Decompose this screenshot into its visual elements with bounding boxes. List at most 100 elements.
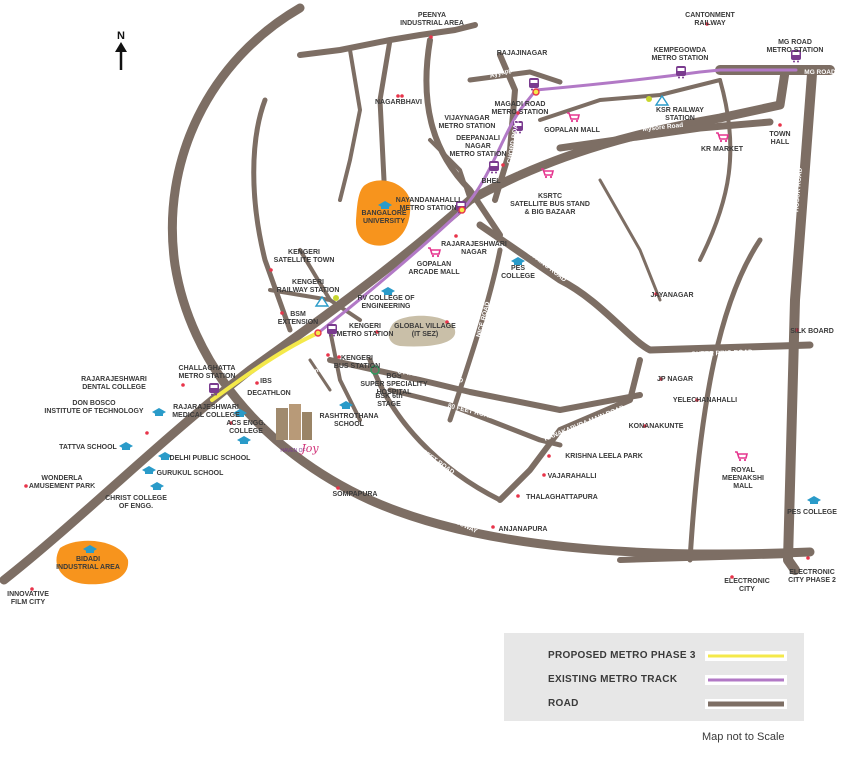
ksr-green-dot (646, 96, 652, 102)
location-dot (255, 381, 259, 385)
road-label-nice-left: NICE EXPRESSWAY (231, 243, 249, 306)
road-label-mysore2: Mysore Road (642, 122, 683, 133)
map-legend: PROPOSED METRO PHASE 3 EXISTING METRO TR… (504, 633, 804, 721)
road-label-outer-ring2: OUTER RING ROAD (691, 349, 753, 358)
label-pes-college2: PES COLLEGE (787, 509, 837, 516)
label-silk-board: SILK BOARD (790, 328, 834, 335)
label-anjanapura: ANJANAPURA (498, 526, 547, 533)
label-jayanagar: JAYANAGAR (650, 292, 693, 299)
road-label-six-min: 6 mins (307, 364, 329, 378)
tumkur-road (251, 97, 293, 333)
location-dot (795, 328, 799, 332)
christ-cap-icon (150, 482, 164, 490)
tattva-cap-icon (119, 442, 133, 450)
metro-junction-dot (532, 88, 540, 96)
gopalan-mall-cart-icon (567, 112, 581, 123)
mysore-road-east (556, 118, 774, 152)
road-label-hosur2: HOSUR ROAD (776, 377, 785, 422)
challaghatta-metro-icon (209, 383, 219, 396)
bangalore-university-cap-icon (378, 201, 392, 209)
road-label-mg: MG ROAD (804, 69, 836, 76)
local-road-3 (428, 138, 472, 202)
bangalore-university-zone (355, 180, 411, 246)
label-krishna-leela: KRISHNA LEELA PARK (565, 453, 643, 460)
kanakapura-road (497, 357, 643, 503)
location-dot (659, 377, 663, 381)
location-dot (445, 320, 449, 324)
location-dot (337, 355, 341, 359)
road-network (0, 3, 835, 585)
kr-market-cart-icon (716, 132, 730, 143)
local-road-5 (687, 237, 763, 563)
location-dot (280, 311, 284, 315)
pes-college-2-cap-icon (807, 496, 821, 504)
label-bhel: BHEL (481, 178, 501, 185)
electronic-city-road (617, 552, 793, 563)
local-road-10 (308, 358, 332, 392)
bidadi-zone (56, 540, 129, 585)
ksrtc-cart-icon (541, 168, 555, 179)
kengeri-railway-icon (314, 295, 330, 307)
legend-road-label: ROAD (548, 698, 579, 709)
label-konanakunte: KONANAKUNTE (629, 423, 684, 430)
label-decathlon: DECATHLON (247, 390, 290, 397)
label-dps: DELHI PUBLIC SCHOOL (170, 455, 252, 462)
100-feet-road (367, 357, 503, 503)
location-dot (229, 421, 233, 425)
magadi-road-2 (377, 37, 393, 203)
legend-proposed-label: PROPOSED METRO PHASE 3 (548, 650, 696, 661)
label-yelechenahalli: YELECHANAHALLI (673, 397, 737, 404)
kempegowda-metro-icon (676, 66, 686, 79)
zones (56, 180, 456, 585)
road-label-tumkur: TOWARDS TUMKUR ROAD (233, 92, 255, 176)
location-dot (501, 163, 505, 167)
road-label-nice-road: NICE ROAD (475, 301, 491, 338)
location-dot (30, 587, 34, 591)
label-acs: ACS ENGG.COLLEGE (226, 420, 265, 435)
royal-meenakshi-cart-icon (735, 451, 749, 462)
rr-medical-cap-icon (233, 409, 247, 417)
location-dot (491, 525, 495, 529)
existing-metro-track (316, 68, 798, 335)
location-dot (542, 473, 546, 477)
label-vajarahalli: VAJARAHALLI (548, 473, 597, 480)
road-label-electronic: TOWARDS ELECTRONIC CITY (633, 564, 728, 573)
location-dot (643, 424, 647, 428)
metro-junction-dot (458, 206, 466, 214)
road-label-feet100: 100 FEET ROAD (410, 442, 455, 477)
local-road-9 (598, 178, 662, 302)
markers (24, 22, 821, 591)
proposed-metro-track (210, 331, 320, 402)
label-sompapura: SOMPAPURA (333, 491, 378, 498)
location-dot (654, 292, 658, 296)
hosur-road (783, 69, 817, 575)
label-thalaghattapura: THALAGHATTAPURA (526, 494, 598, 501)
location-dot (145, 431, 149, 435)
global-village-zone (388, 315, 456, 347)
scale-note: Map not to Scale (702, 731, 785, 743)
80-feet-road (387, 387, 563, 448)
pes-college-cap-icon (511, 257, 525, 265)
bhel-metro-icon (489, 161, 499, 174)
